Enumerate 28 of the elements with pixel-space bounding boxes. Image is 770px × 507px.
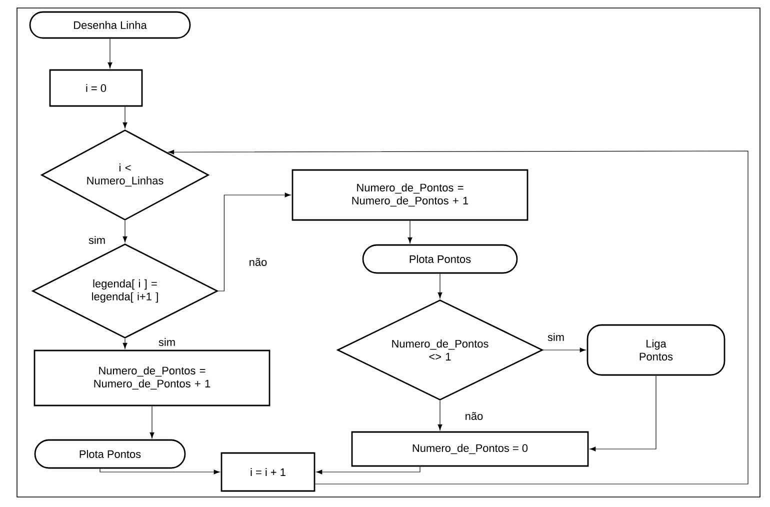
process-box: i = 0 xyxy=(49,69,143,107)
terminal-box: Liga Pontos xyxy=(586,324,726,376)
process-box: Numero_de_Pontos = Numero_de_Pontos + 1 xyxy=(34,350,270,406)
arrow xyxy=(316,466,420,474)
arrow xyxy=(122,106,128,128)
arrow xyxy=(590,375,656,452)
arrow xyxy=(408,220,412,244)
arrow xyxy=(100,468,220,474)
arrow xyxy=(168,150,748,484)
process-box: Numero_de_Pontos = 0 xyxy=(351,431,589,467)
arrow xyxy=(122,338,128,349)
process-box: Numero_de_Pontos = Numero_de_Pontos + 1 xyxy=(292,169,528,221)
arrow xyxy=(218,192,291,292)
arrow xyxy=(438,273,442,298)
arrow xyxy=(122,220,128,242)
terminal-box: Desenha Linha xyxy=(29,11,191,39)
arrow xyxy=(108,38,112,68)
process-box: i = i + 1 xyxy=(220,452,316,492)
arrow xyxy=(542,348,586,352)
edge-label: sim xyxy=(158,336,177,347)
edge-label: não xyxy=(464,411,484,421)
edge-label: sim xyxy=(88,234,107,246)
arrow xyxy=(150,406,154,438)
arrow xyxy=(438,400,442,430)
edge-label: sim xyxy=(546,332,566,342)
terminal-box: Plota Pontos xyxy=(34,439,186,469)
edge-label: não xyxy=(248,257,268,267)
terminal-box: Plota Pontos xyxy=(362,244,518,274)
